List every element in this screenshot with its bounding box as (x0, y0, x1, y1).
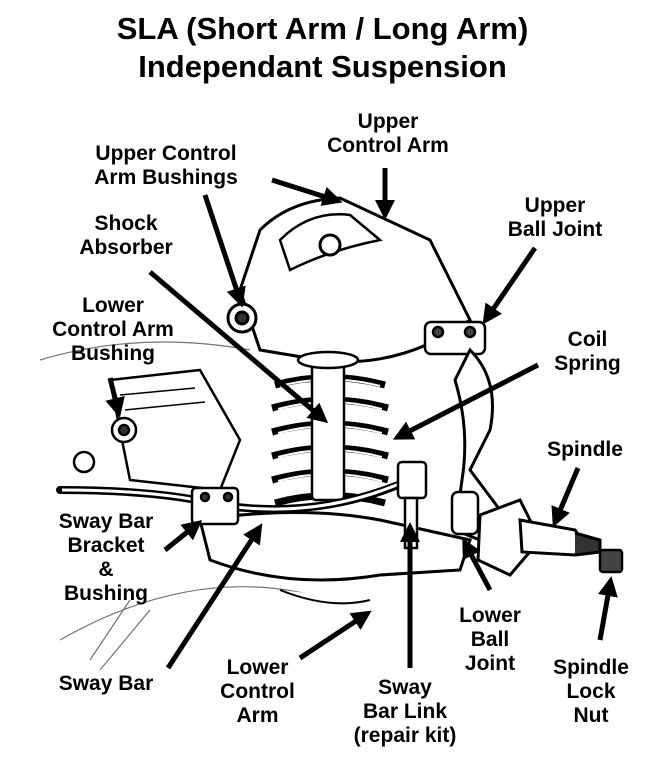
label-line: Spring (554, 352, 621, 375)
label-upper-control-arm: Upper Control Arm (303, 110, 473, 158)
upper-ball-joint (423, 320, 487, 356)
label-lower-control-arm-bushing: Lower Control Arm Bushing (28, 294, 198, 366)
label-sway-bar-link: Sway Bar Link (repair kit) (330, 676, 480, 748)
diagram-title-line-2: Independant Suspension (138, 49, 507, 84)
arrow-upper-ball-joint (482, 246, 538, 325)
label-spindle-lock-nut: Spindle Lock Nut (540, 656, 642, 728)
label-line: Control Arm (327, 134, 449, 157)
label-line: Upper Control (95, 142, 237, 165)
lower-ball-joint (450, 490, 480, 536)
label-line: Lower (82, 294, 144, 317)
arrow-lower-control-arm-bushing (105, 377, 125, 418)
label-line: Sway Bar (58, 510, 154, 533)
label-line: Joint (464, 652, 516, 675)
label-line: Absorber (79, 236, 173, 259)
label-line: Bushing (71, 342, 155, 365)
label-line: Arm Bushings (94, 166, 238, 189)
arrow-spindle (551, 467, 581, 528)
callout-arrows (105, 168, 618, 670)
arrow-sway-bar (165, 523, 263, 670)
diagram-title-line-1: SLA (Short Arm / Long Arm) (116, 11, 529, 46)
label-line: Sway Bar (58, 672, 154, 695)
label-line: Upper (524, 194, 586, 217)
arrow-spindle-lock-nut (597, 576, 618, 641)
label-coil-spring: Coil Spring (535, 328, 640, 376)
frame-bracket (108, 368, 242, 492)
label-line: Bushing (64, 582, 148, 605)
label-shock-absorber: Shock Absorber (56, 212, 196, 260)
label-line: Ball Joint (507, 218, 603, 241)
label-line: Arm (236, 704, 279, 727)
label-sway-bar-bracket-bushing: Sway Bar Bracket & Bushing (36, 510, 176, 606)
label-line: Coil (567, 328, 608, 351)
arrow-shock-absorber (148, 270, 329, 424)
label-line: Lower (459, 604, 521, 627)
label-line: Lock (566, 680, 616, 703)
label-upper-control-arm-bushings: Upper Control Arm Bushings (66, 142, 266, 190)
arrow-coil-spring (392, 362, 540, 440)
label-line: Control (220, 680, 295, 703)
label-line: Nut (573, 704, 609, 727)
arrow-lower-control-arm (298, 610, 372, 661)
label-line: Sway (378, 676, 432, 699)
arrow-lower-ball-joint (462, 537, 493, 592)
shock-absorber (296, 350, 360, 502)
spindle-lock-nut-shape (598, 548, 624, 574)
label-spindle: Spindle (530, 438, 640, 462)
label-line: Upper (357, 110, 419, 133)
label-sway-bar: Sway Bar (36, 672, 176, 696)
sway-bar-bracket (190, 486, 240, 526)
label-line: Bracket (67, 534, 145, 557)
label-lower-control-arm: Lower Control Arm (200, 656, 315, 728)
label-line: Spindle (547, 438, 623, 461)
label-lower-ball-joint: Lower Ball Joint (440, 604, 540, 676)
lower-control-arm-bushing-shape (72, 416, 138, 474)
label-upper-ball-joint: Upper Ball Joint (480, 194, 630, 242)
label-line: & (98, 558, 114, 581)
arrow-upper-control-arm-bushings-a (271, 177, 343, 206)
label-line: Control Arm (52, 318, 174, 341)
arrow-upper-control-arm-bushings-b (202, 194, 246, 308)
label-line: Lower (226, 656, 289, 679)
arrow-sway-bar-bracket (163, 519, 203, 552)
label-line: Bar Link (362, 700, 448, 723)
label-line: Ball (470, 628, 510, 651)
label-line: Spindle (553, 656, 629, 679)
spindle-shaft (518, 518, 602, 557)
label-line: Shock (94, 212, 158, 235)
label-line: (repair kit) (353, 724, 457, 747)
chassis-frame (39, 341, 331, 671)
